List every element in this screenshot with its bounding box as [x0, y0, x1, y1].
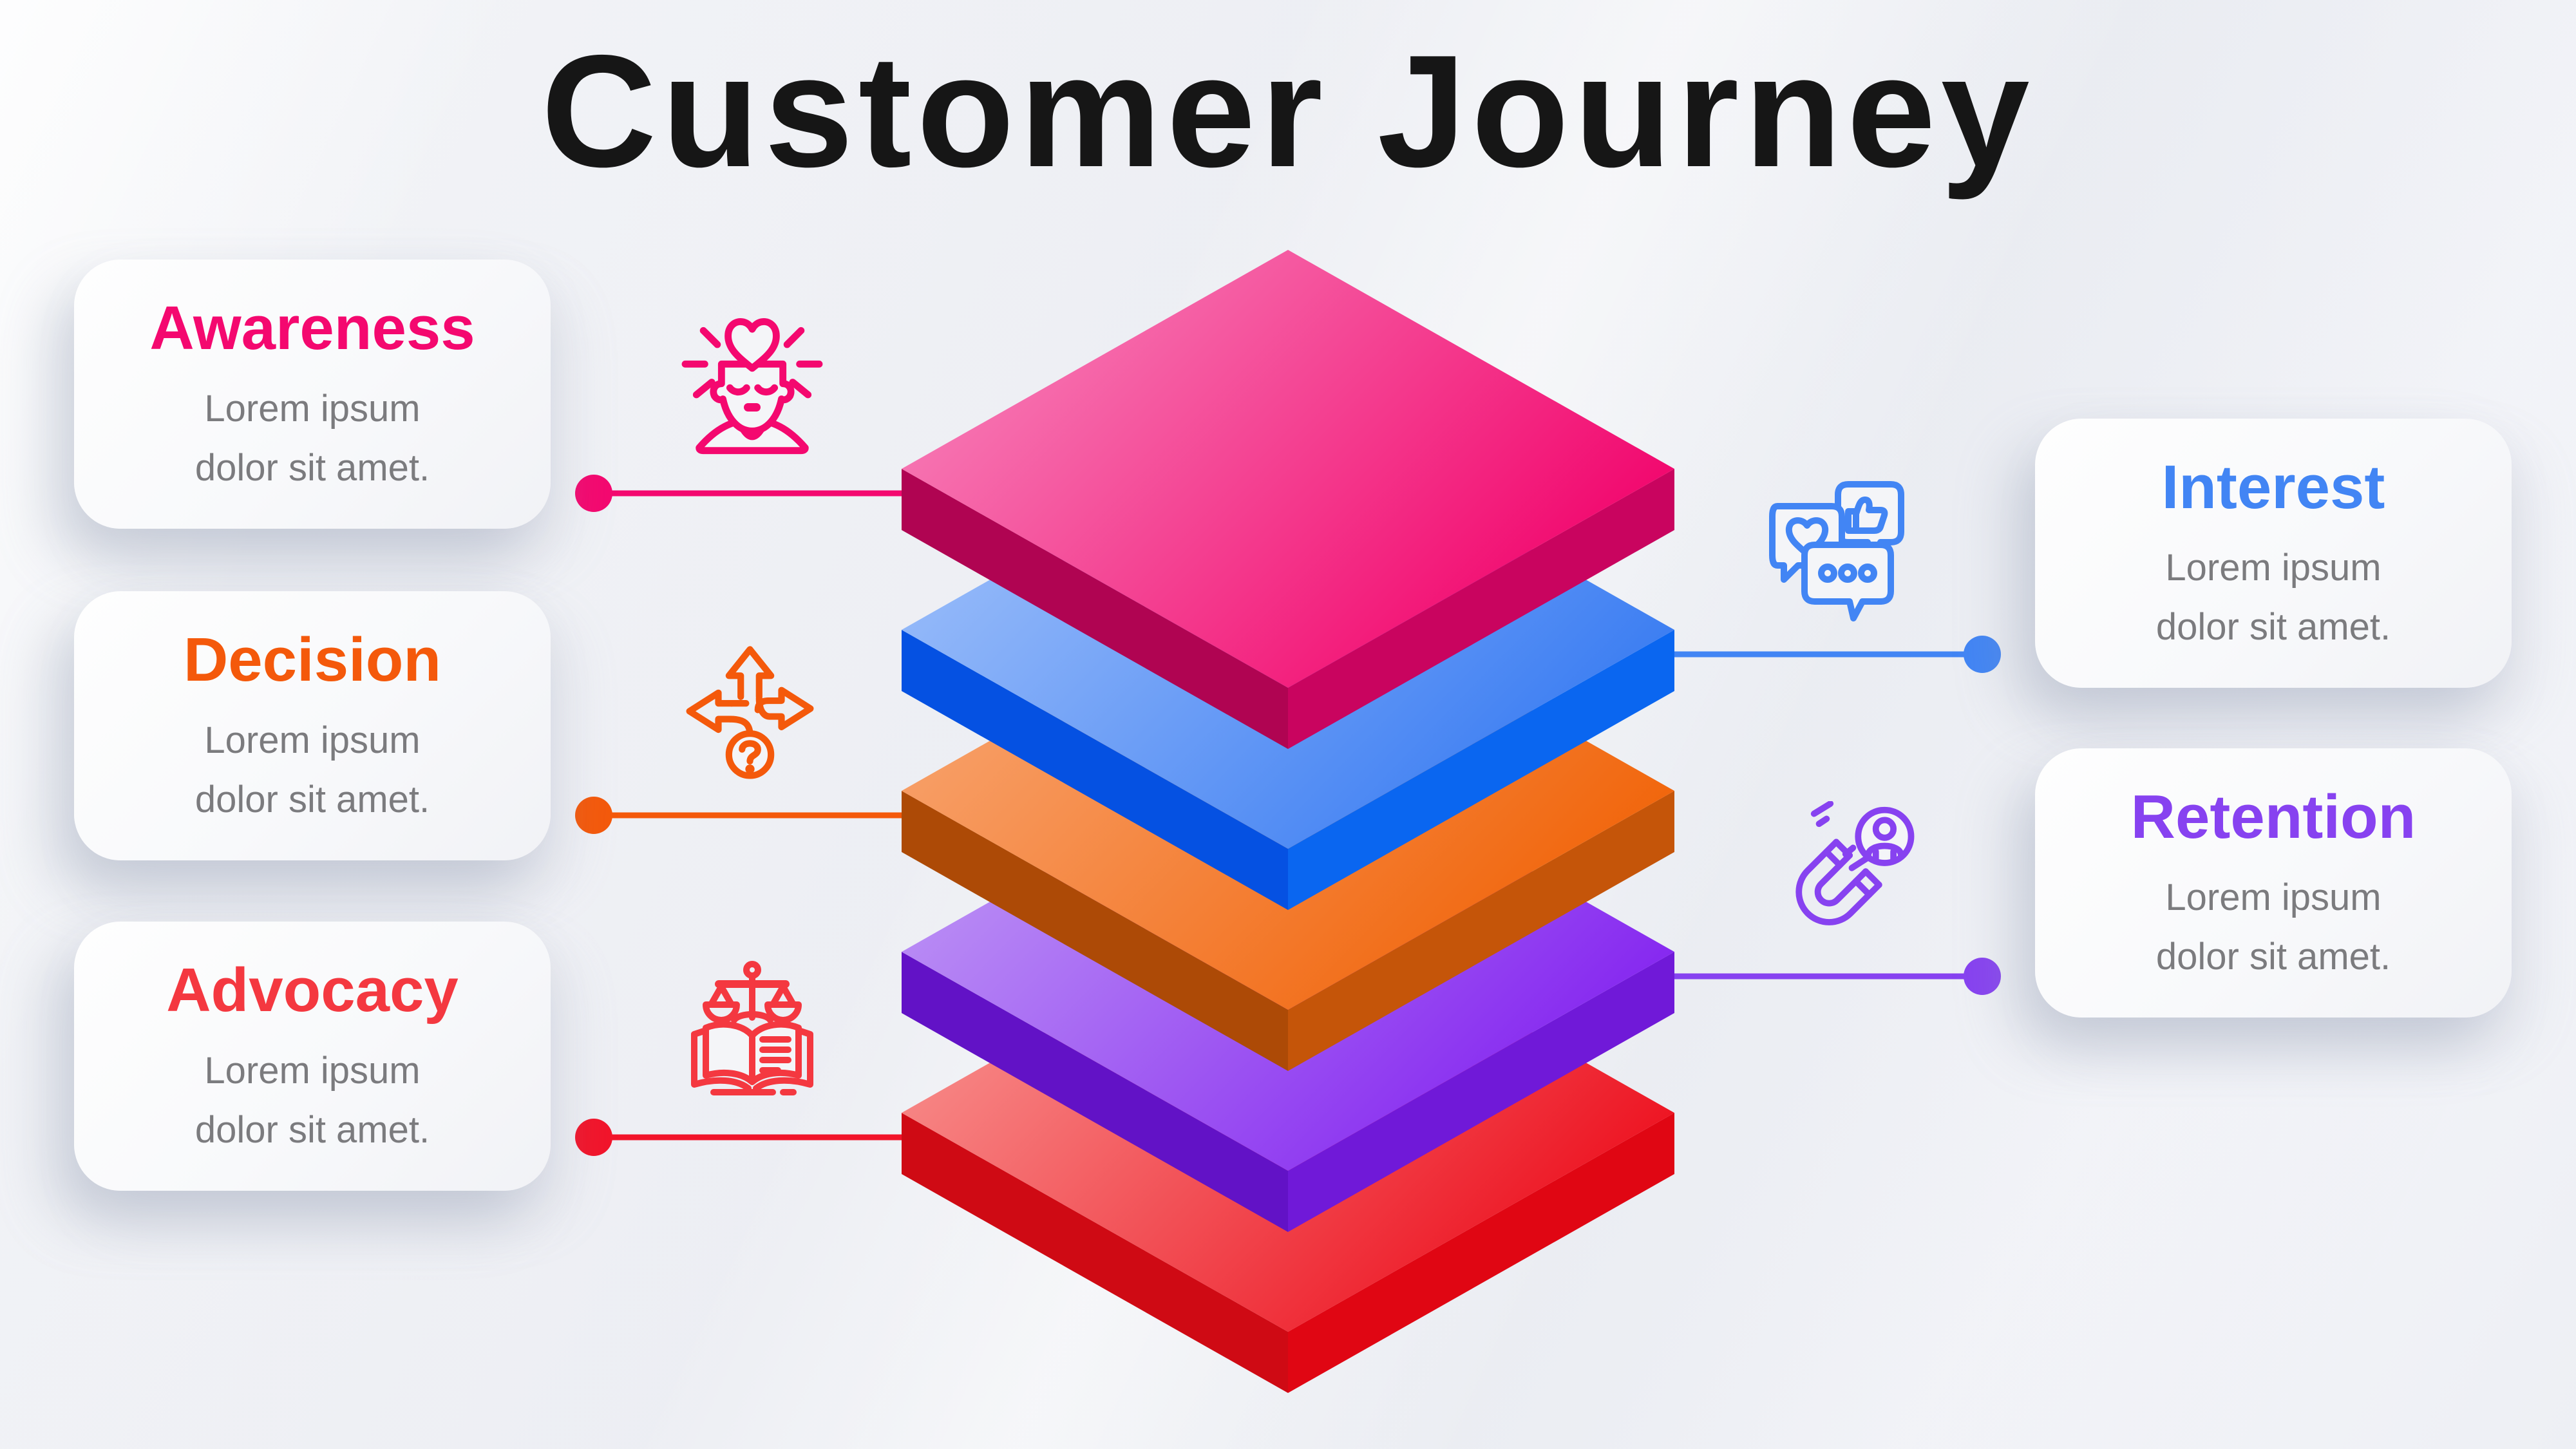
connector-dot-interest — [1964, 636, 2001, 673]
card-decision-title: Decision — [183, 625, 442, 694]
card-retention-title: Retention — [2130, 782, 2416, 851]
stack-layer-awareness — [902, 250, 1674, 749]
magnet-user-icon — [1795, 801, 1915, 925]
card-decision-description: Lorem ipsum dolor sit amet. — [194, 719, 430, 820]
card-awareness-description: Lorem ipsum dolor sit amet. — [194, 387, 430, 489]
card-advocacy-description: Lorem ipsum dolor sit amet. — [194, 1049, 430, 1151]
connector-advocacy — [575, 1119, 904, 1156]
justice-book-icon — [691, 961, 813, 1095]
card-interest-description: Lorem ipsum dolor sit amet. — [2155, 546, 2391, 648]
card-interest-title: Interest — [2161, 453, 2385, 522]
card-interest: Interest Lorem ipsum dolor sit amet. — [2035, 419, 2512, 688]
connector-dot-awareness — [575, 475, 612, 512]
card-awareness-title: Awareness — [149, 294, 475, 363]
connector-dot-retention — [1964, 958, 2001, 995]
chat-reactions-icon — [1769, 481, 1904, 621]
page-title: Customer Journey — [541, 21, 2035, 200]
card-advocacy-title: Advocacy — [166, 956, 459, 1025]
connector-decision — [575, 797, 904, 834]
direction-arrows-icon — [686, 646, 814, 779]
card-decision: Decision Lorem ipsum dolor sit amet. — [74, 591, 551, 860]
card-retention-description: Lorem ipsum dolor sit amet. — [2155, 876, 2391, 978]
connector-dot-decision — [575, 797, 612, 834]
card-retention: Retention Lorem ipsum dolor sit amet. — [2035, 748, 2512, 1018]
connector-retention — [1672, 958, 2001, 995]
connector-dot-advocacy — [575, 1119, 612, 1156]
mind-heart-icon — [681, 318, 823, 455]
card-advocacy: Advocacy Lorem ipsum dolor sit amet. — [74, 922, 551, 1191]
connector-interest — [1672, 636, 2001, 673]
connector-awareness — [575, 475, 904, 512]
card-awareness: Awareness Lorem ipsum dolor sit amet. — [74, 260, 551, 529]
